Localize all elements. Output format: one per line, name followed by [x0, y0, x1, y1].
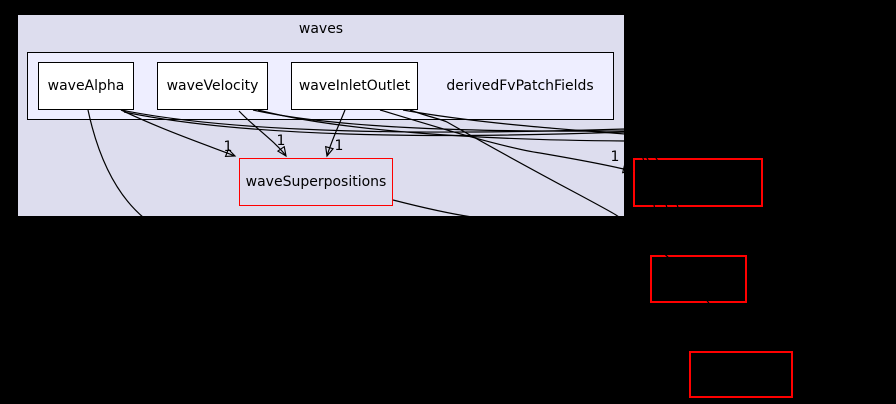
cluster-waves-label: waves — [298, 21, 344, 37]
node-wavesuperpositions[interactable]: waveSuperpositions — [239, 158, 393, 206]
cluster-derivedfvpatchfields-label: derivedFvPatchFields — [446, 78, 594, 94]
node-wavealpha-label: waveAlpha — [47, 78, 125, 94]
node-waveinletoutlet[interactable]: waveInletOutlet — [291, 62, 418, 110]
node-wavevelocity[interactable]: waveVelocity — [157, 62, 268, 110]
node-external-2[interactable] — [650, 255, 747, 303]
node-waveinletoutlet-label: waveInletOutlet — [298, 78, 411, 94]
node-wavealpha[interactable]: waveAlpha — [38, 62, 134, 110]
node-external-1[interactable] — [633, 158, 763, 207]
node-wavesuperpositions-label: waveSuperpositions — [245, 174, 387, 190]
node-external-3[interactable] — [689, 351, 793, 398]
node-wavevelocity-label: waveVelocity — [166, 78, 259, 94]
